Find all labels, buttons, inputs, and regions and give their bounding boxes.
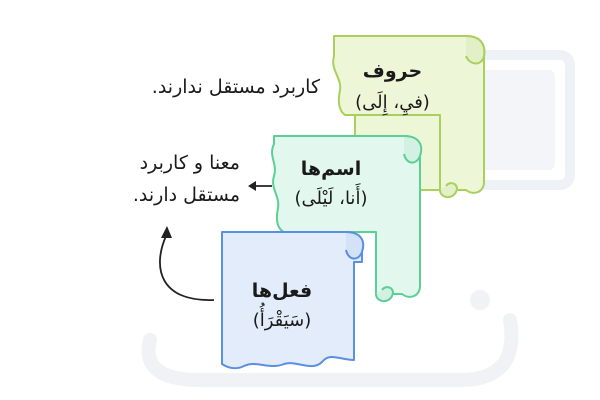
scroll-fel-curl [345,231,365,260]
note-ism-fel-line1: معنا و کاربرد [139,152,240,174]
scroll-harf-bottomcurl [439,182,458,198]
arrow-fel-to-note [159,226,215,301]
scroll-harf-curl [465,35,486,65]
scroll-fel-title: فعل‌ها [251,280,313,302]
scroll-ism-title: اسم‌ها [300,158,362,180]
arrow-ism-to-note [248,181,272,191]
scroll-ism [271,135,423,302]
scroll-ism-bottomcurl [375,286,394,302]
scroll-harf [332,35,486,198]
note-harf: کاربرد مستقل ندارند. [151,76,320,98]
scroll-fel [221,231,365,370]
scroll-fel-example: (سَيَقْرَأُ) [252,310,312,331]
scroll-harf-example: (فيِ، إِلَی) [355,92,430,113]
scroll-harf-title: حروف [362,60,423,82]
scroll-ism-curl [403,135,423,164]
scroll-ism-example: (أَنا، لَيْلَی) [294,188,368,209]
note-ism-fel-line2: مستقل دارند. [132,184,240,206]
